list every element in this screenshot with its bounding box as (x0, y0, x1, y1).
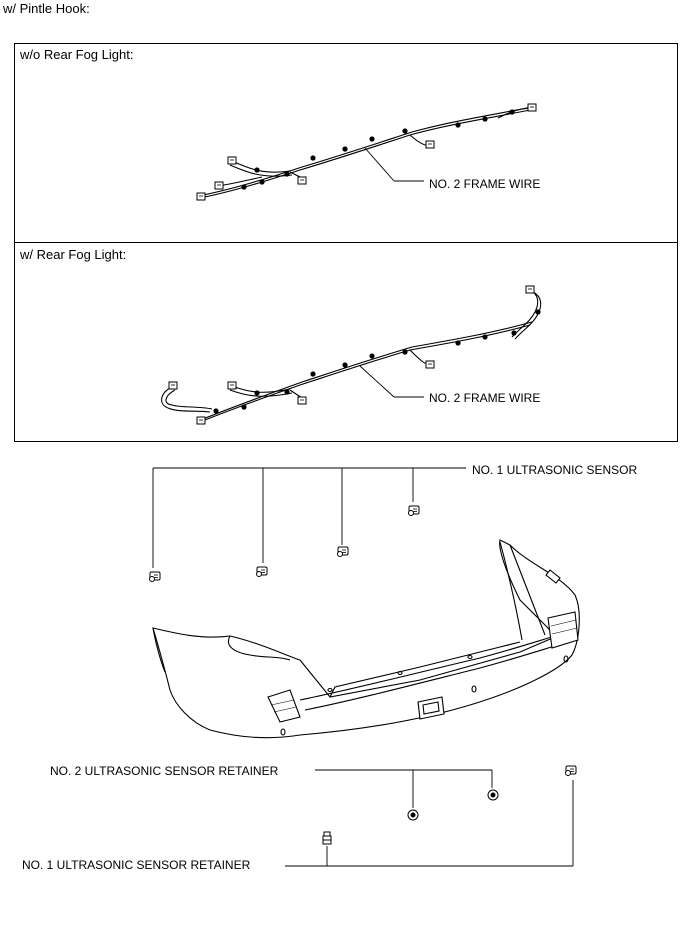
frame-wire-callout-2: NO. 2 FRAME WIRE (429, 391, 541, 405)
page-title: w/ Pintle Hook: (3, 1, 90, 16)
no1-retainer (322, 831, 332, 845)
frame-wire-harness-1 (199, 106, 533, 199)
frame-wire-callout-1: NO. 2 FRAME WIRE (429, 177, 541, 191)
no2-retainer-right (487, 789, 499, 801)
sensor-callout: NO. 1 ULTRASONIC SENSOR (472, 463, 638, 477)
retainer-leader-lines (285, 769, 574, 867)
panel-heading-with-fog: w/ Rear Fog Light: (20, 247, 127, 262)
ultrasonic-sensors (149, 505, 420, 582)
retainer1-callout: NO. 1 ULTRASONIC SENSOR RETAINER (22, 858, 251, 872)
no2-retainer-left (407, 809, 419, 821)
sensor-leader-lines (152, 467, 466, 568)
harness-connectors-2 (168, 285, 541, 425)
panel-with-fog-light (14, 242, 678, 442)
sensor-with-retainer (565, 765, 577, 776)
retainer2-callout: NO. 2 ULTRASONIC SENSOR RETAINER (50, 764, 279, 778)
rear-bumper (152, 539, 580, 739)
frame-wire-harness-2 (161, 289, 542, 423)
panel-heading-without-fog: w/o Rear Fog Light: (20, 47, 134, 62)
